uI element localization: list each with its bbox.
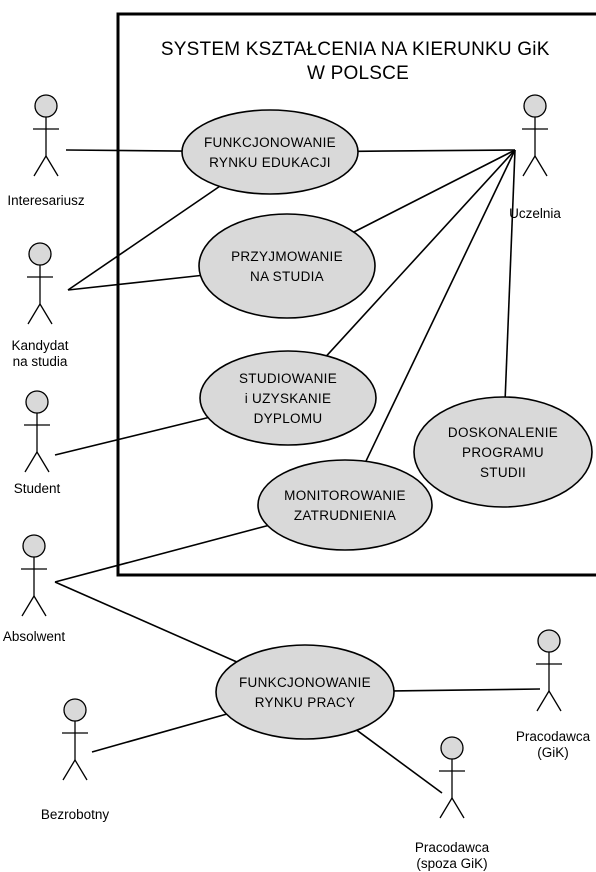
association-line-uczelnia-monitorowanie — [365, 149, 516, 462]
use-case-label: PRZYJMOWANIE — [231, 249, 343, 264]
use-case-label: MONITOROWANIE — [284, 488, 406, 503]
actor-label: na studia — [13, 354, 68, 369]
association-line-bezrobotny-rynek_pracy — [91, 713, 227, 753]
actor-label: Absolwent — [3, 629, 66, 644]
actor-right-leg-icon — [36, 451, 50, 473]
use-case-label: RYNKU EDUKACJI — [209, 155, 331, 170]
use-case-ellipse — [181, 109, 359, 195]
actor-interesariusz[interactable]: Interesariusz — [7, 94, 85, 208]
actor-label: Student — [14, 481, 61, 496]
use-case-label: FUNKCJONOWANIE — [204, 135, 336, 150]
actor-label: (spoza GiK) — [416, 856, 487, 871]
association-line-pracodawca_gik-rynek_pracy — [393, 688, 541, 692]
association-line-uczelnia-doskonalenie — [504, 149, 516, 398]
actor-label: Kandydat — [11, 338, 68, 353]
actor-right-leg-icon — [451, 797, 465, 819]
use-case-label: ZATRUDNIENIA — [294, 508, 396, 523]
actor-pracodawca_gik[interactable]: Pracodawca(GiK) — [516, 629, 591, 760]
actor-head-icon — [440, 736, 464, 760]
use-case-label: PROGRAMU — [462, 445, 544, 460]
actor-head-icon — [28, 242, 52, 266]
use-case-monitorowanie[interactable]: MONITOROWANIE ZATRUDNIENIA — [257, 459, 433, 551]
actor-head-icon — [25, 390, 49, 414]
actor-left-leg-icon — [27, 303, 41, 325]
actor-label: Pracodawca — [415, 840, 490, 855]
actor-left-leg-icon — [62, 759, 76, 781]
association-line-uczelnia-przyjmowanie — [353, 149, 516, 233]
actor-left-leg-icon — [24, 451, 38, 473]
actor-absolwent[interactable]: Absolwent — [3, 534, 66, 644]
actor-bezrobotny[interactable]: Bezrobotny — [41, 698, 110, 822]
use-case-label: NA STUDIA — [250, 269, 324, 284]
actor-label: (GiK) — [537, 745, 569, 760]
actor-right-leg-icon — [45, 155, 59, 177]
use-case-ellipse — [198, 213, 376, 319]
actor-label: Bezrobotny — [41, 807, 110, 822]
system-title-line: SYSTEM KSZTAŁCENIA NA KIERUNKU GiK — [161, 39, 550, 60]
use-case-label: DOSKONALENIE — [448, 425, 558, 440]
actor-left-leg-icon — [33, 155, 47, 177]
actor-left-leg-icon — [536, 690, 550, 712]
actor-head-icon — [34, 94, 58, 118]
actor-label: Uczelnia — [509, 206, 561, 221]
use-case-label: RYNKU PRACY — [255, 695, 356, 710]
associations-layer — [54, 149, 541, 794]
use-case-studiowanie[interactable]: STUDIOWANIE i UZYSKANIE DYPLOMU — [199, 350, 377, 446]
use-cases-layer: FUNKCJONOWANIE RYNKU EDUKACJI PRZYJMOWANIE… — [181, 109, 593, 740]
actor-right-leg-icon — [39, 303, 53, 325]
actor-uczelnia[interactable]: Uczelnia — [509, 94, 561, 221]
use-case-label: STUDIOWANIE — [239, 371, 337, 386]
actor-head-icon — [523, 94, 547, 118]
actor-left-leg-icon — [21, 595, 35, 617]
actor-right-leg-icon — [33, 595, 47, 617]
use-case-ellipse — [413, 396, 593, 508]
association-line-absolwent-monitorowanie — [54, 524, 268, 583]
actor-head-icon — [22, 534, 46, 558]
system-title: SYSTEM KSZTAŁCENIA NA KIERUNKU GiK W POL… — [161, 39, 555, 84]
actor-right-leg-icon — [74, 759, 88, 781]
actor-head-icon — [63, 698, 87, 722]
actor-right-leg-icon — [548, 690, 562, 712]
use-case-label: DYPLOMU — [254, 411, 323, 426]
use-case-przyjmowanie[interactable]: PRZYJMOWANIE NA STUDIA — [198, 213, 376, 319]
actor-head-icon — [537, 629, 561, 653]
system-boundary — [116, 12, 596, 577]
association-line-student-studiowanie — [54, 416, 209, 456]
actor-right-leg-icon — [534, 155, 548, 177]
association-line-pracodawca_spoza-rynek_pracy — [356, 729, 443, 794]
association-line-interesariusz-rynek_edukacji — [65, 149, 183, 152]
use-case-rynek_edukacji[interactable]: FUNKCJONOWANIE RYNKU EDUKACJI — [181, 109, 359, 195]
use-case-ellipse — [215, 644, 395, 740]
use-case-ellipse — [199, 350, 377, 446]
actor-student[interactable]: Student — [14, 390, 61, 496]
use-case-rynek_pracy[interactable]: FUNKCJONOWANIE RYNKU PRACY — [215, 644, 395, 740]
association-line-uczelnia-rynek_edukacji — [357, 149, 516, 153]
actor-pracodawca_spoza[interactable]: Pracodawca(spoza GiK) — [415, 736, 490, 871]
actor-left-leg-icon — [439, 797, 453, 819]
association-line-kandydat-rynek_edukacji — [67, 185, 221, 291]
use-case-label: STUDII — [480, 465, 526, 480]
system-title-line: W POLSCE — [307, 63, 409, 84]
use-case-ellipse — [257, 459, 433, 551]
association-line-absolwent-rynek_pracy — [54, 581, 237, 663]
use-case-label: FUNKCJONOWANIE — [239, 675, 371, 690]
use-case-label: i UZYSKANIE — [245, 391, 332, 406]
actor-label: Pracodawca — [516, 729, 591, 744]
use-case-doskonalenie[interactable]: DOSKONALENIE PROGRAMU STUDII — [413, 396, 593, 508]
actor-left-leg-icon — [522, 155, 536, 177]
association-line-uczelnia-studiowanie — [326, 149, 516, 357]
actor-label: Interesariusz — [7, 193, 85, 208]
association-line-kandydat-przyjmowanie — [67, 274, 201, 291]
